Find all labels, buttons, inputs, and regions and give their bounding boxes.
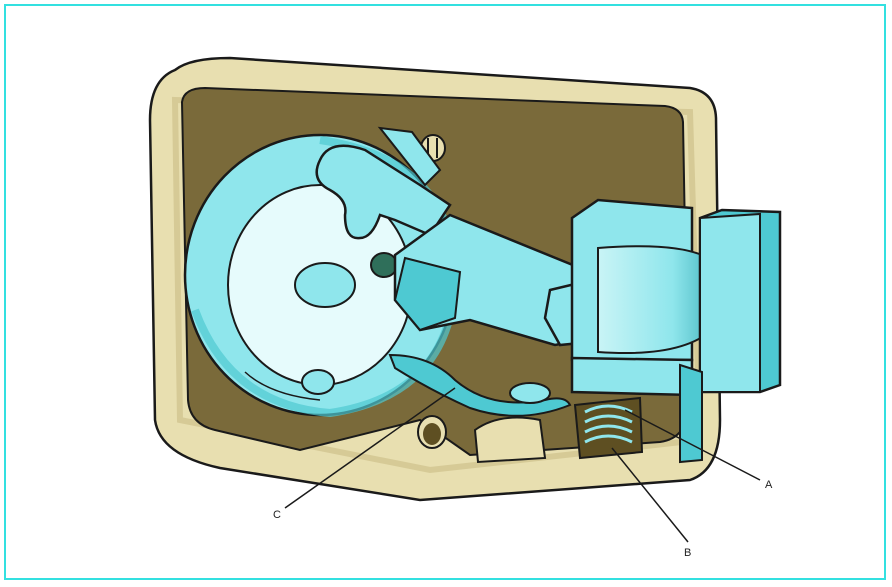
screw-icon: [418, 416, 446, 448]
label-a: A: [765, 479, 773, 491]
post: [475, 418, 545, 462]
spring: [575, 398, 642, 458]
label-c: C: [273, 509, 281, 521]
label-b: B: [684, 547, 691, 559]
